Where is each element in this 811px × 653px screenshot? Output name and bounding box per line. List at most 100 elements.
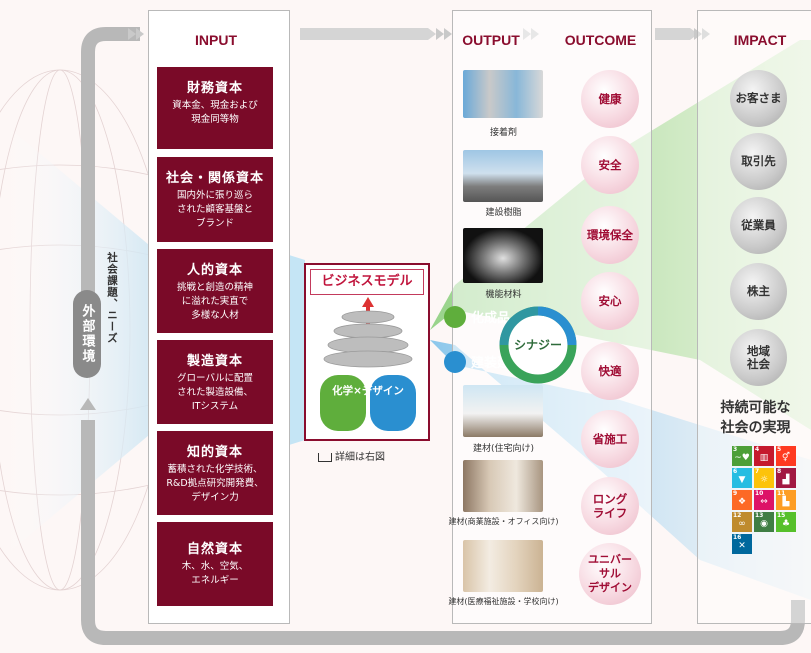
- sdg-number: 4: [755, 446, 760, 453]
- sdg-3-tile: 3~♥: [732, 446, 752, 466]
- outcome-environment: 環境保全: [581, 206, 639, 264]
- outcome-comfort: 快適: [581, 342, 639, 400]
- sdg-11-tile: 11▙: [776, 490, 796, 510]
- capital-title: 製造資本: [186, 354, 243, 369]
- outcome-easy-construction: 省施工: [581, 410, 639, 468]
- heartbeat-icon: ~♥: [734, 453, 750, 463]
- chemistry-design-label: 化学×デザイン: [312, 383, 424, 398]
- chemistry-text: 化学: [332, 385, 354, 397]
- business-model-title: ビジネスモデル: [310, 269, 424, 295]
- equality-icon: ⇔: [760, 497, 768, 507]
- stakeholder-partners: 取引先: [730, 133, 787, 190]
- stakeholder-customers: お客さま: [730, 70, 787, 127]
- capital-intellectual: 知的資本 蓄積された化学技術、 R&D拠点研究開発費、 デザイン力: [157, 431, 273, 515]
- sdg-9-tile: 9❖: [732, 490, 752, 510]
- impact-header: IMPACT: [733, 32, 787, 48]
- capital-title: 人的資本: [186, 263, 243, 278]
- capital-desc: 国内外に張り巡ら された顧客基盤と ブランド: [176, 190, 253, 229]
- synergy-label: シナジー: [513, 338, 562, 352]
- book-icon: ▥: [759, 453, 769, 463]
- business-model-card[interactable]: ビジネスモデル 化学×デザイン: [304, 263, 430, 441]
- product-label: 建材(住宅向け): [472, 444, 535, 454]
- capital-title: 社会・関係資本: [165, 171, 264, 186]
- capital-desc: 資本金、現金および 現金同等物: [172, 100, 258, 125]
- product-label: 機能材料: [485, 290, 522, 300]
- capital-desc: グローバルに配置 された製造設備、 ITシステム: [176, 373, 253, 412]
- outcome-safety: 安全: [581, 136, 639, 194]
- outcome-header: OUTCOME: [564, 32, 637, 48]
- product-label: 接着剤: [489, 128, 517, 138]
- chem-segment-icon: [444, 306, 466, 328]
- capital-title: 知的資本: [186, 445, 243, 460]
- sdg-7-tile: 7☼: [754, 468, 774, 488]
- sdg-number: 12: [733, 512, 742, 519]
- sdg-5-tile: 5⚥: [776, 446, 796, 466]
- sdg-12-tile: 12∞: [732, 512, 752, 532]
- detail-text: 詳細は右図: [335, 452, 385, 463]
- growth-icon: ▟: [782, 475, 790, 485]
- stakeholder-shareholders: 株主: [730, 263, 787, 320]
- sdg-number: 7: [755, 468, 760, 475]
- product-label: 建材(商業施設・オフィス向け): [448, 517, 559, 526]
- outcome-health: 健康: [581, 70, 639, 128]
- commercial-material-image: [463, 460, 543, 512]
- output-header: OUTPUT: [462, 32, 520, 48]
- city-icon: ▙: [782, 497, 790, 507]
- build-segment-icon: [444, 351, 466, 373]
- capital-natural: 自然資本 木、水、空気、 エネルギー: [157, 522, 273, 606]
- outcome-long-life: ロング ライフ: [581, 477, 639, 535]
- adhesive-image: [463, 70, 543, 118]
- capital-manufactured: 製造資本 グローバルに配置 された製造設備、 ITシステム: [157, 340, 273, 424]
- product-label: 建設樹脂: [485, 208, 522, 218]
- sun-icon: ☼: [759, 475, 769, 485]
- tree-icon: ♣: [781, 519, 791, 529]
- stakeholder-employees: 従業員: [730, 197, 787, 254]
- infinity-icon: ∞: [738, 519, 746, 529]
- book-icon: [318, 452, 332, 462]
- capital-social: 社会・関係資本 国内外に張り巡ら された顧客基盤と ブランド: [157, 157, 273, 242]
- gender-icon: ⚥: [781, 453, 791, 463]
- dove-icon: ✕: [738, 541, 746, 551]
- sdg-13-tile: 13◉: [754, 512, 774, 532]
- cubes-icon: ❖: [737, 497, 747, 507]
- capital-desc: 挑戦と創造の精神 に溢れた実直で 多様な人材: [176, 282, 253, 321]
- sdg-number: 13: [755, 512, 764, 519]
- capital-human: 人的資本 挑戦と創造の精神 に溢れた実直で 多様な人材: [157, 249, 273, 333]
- external-environment-pill: 外部環境: [73, 290, 101, 378]
- cross-text: ×: [353, 385, 362, 397]
- spiral-icon: [320, 297, 416, 431]
- sustainable-society-title: 持続可能な 社会の実現: [720, 400, 791, 436]
- sdg-number: 10: [755, 490, 764, 497]
- construction-resin-image: [463, 150, 543, 202]
- outcome-universal-design: ユニバー サル デザイン: [579, 543, 641, 605]
- synergy-ring: [499, 306, 577, 384]
- input-header: INPUT: [195, 32, 237, 48]
- capital-desc: 蓄積された化学技術、 R&D拠点研究開発費、 デザイン力: [166, 464, 264, 503]
- sdg-6-tile: 6▼: [732, 468, 752, 488]
- sdg-number: 8: [777, 468, 782, 475]
- sdg-number: 5: [777, 446, 782, 453]
- social-issues-label: 社会課題、ニーズ: [106, 252, 118, 344]
- chem-segment-label: 化成品: [471, 311, 511, 326]
- capital-desc: 木、水、空気、 エネルギー: [181, 561, 249, 586]
- sdg-number: 11: [777, 490, 786, 497]
- capital-title: 自然資本: [186, 542, 243, 557]
- capital-title: 財務資本: [186, 81, 243, 96]
- sdg-number: 6: [733, 468, 738, 475]
- sdg-10-tile: 10⇔: [754, 490, 774, 510]
- sdg-8-tile: 8▟: [776, 468, 796, 488]
- sdg-15-tile: 15♣: [776, 512, 796, 532]
- product-label: 建材(医療福祉施設・学校向け): [448, 597, 559, 606]
- sdg-number: 15: [777, 512, 786, 519]
- sdg-4-tile: 4▥: [754, 446, 774, 466]
- stakeholder-community: 地域 社会: [730, 329, 787, 386]
- capital-financial: 財務資本 資本金、現金および 現金同等物: [157, 67, 273, 149]
- design-text: デザイン: [361, 385, 404, 397]
- sdg-number: 9: [733, 490, 738, 497]
- detail-link[interactable]: 詳細は右図: [318, 448, 418, 463]
- medical-material-image: [463, 540, 543, 592]
- functional-material-image: [463, 228, 543, 283]
- sdg-16-tile: 16✕: [732, 534, 752, 554]
- sdg-number: 3: [733, 446, 738, 453]
- water-icon: ▼: [738, 475, 746, 485]
